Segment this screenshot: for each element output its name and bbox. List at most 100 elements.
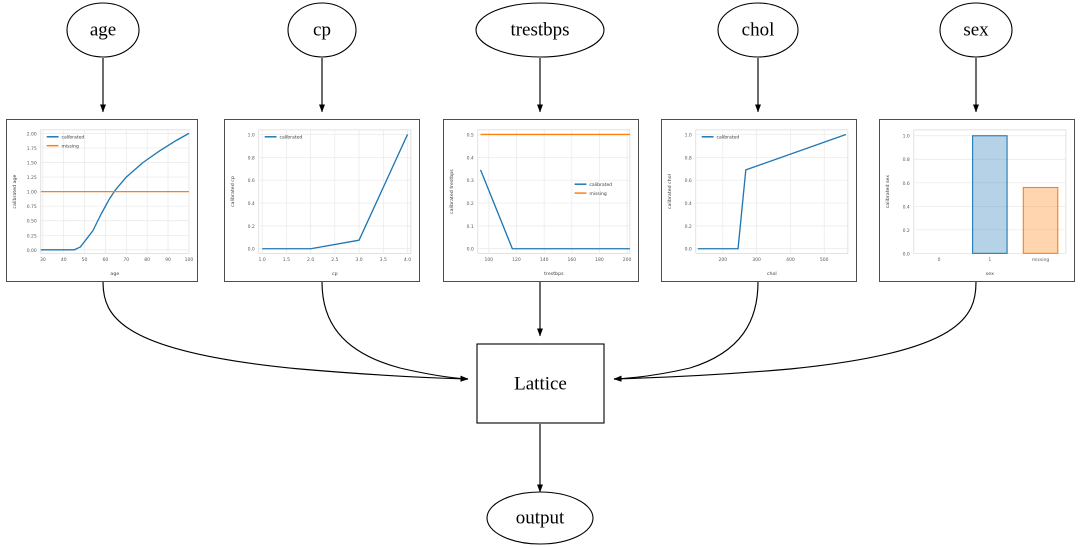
node-age[interactable]: age	[66, 2, 140, 58]
node-sex-label: sex	[963, 20, 989, 41]
legend-label-calibrated: calibrated	[62, 135, 85, 141]
legend-age: calibrated missing	[46, 135, 85, 149]
x-axis-label: sex	[986, 272, 994, 277]
xtick-label: 100	[185, 257, 194, 263]
plot-frame	[913, 129, 1067, 254]
ytick-label: 0.6	[248, 178, 255, 184]
xtick-label: 80	[144, 257, 150, 263]
bar-missing	[1022, 186, 1059, 254]
xtick-label: 300	[752, 257, 761, 263]
ytick-label: 1.0	[248, 132, 255, 138]
ytick-label: 0.75	[27, 204, 37, 210]
x-axis-label: trestbps	[544, 271, 564, 277]
xtick-label: 400	[786, 257, 795, 263]
xtick-label: 500	[820, 257, 829, 263]
ytick-label: 0.8	[685, 155, 692, 161]
y-axis-label: calibrated cp	[230, 176, 236, 207]
ytick-label: 0.4	[248, 201, 255, 207]
node-age-label: age	[90, 20, 116, 41]
node-sex[interactable]: sex	[939, 2, 1013, 58]
xtick-label: 1.5	[283, 257, 290, 263]
xtick-label: 3.5	[380, 257, 387, 263]
ytick-label: 0.00	[27, 248, 37, 254]
y-axis-label: calibrated sex	[885, 175, 891, 209]
xtick-label: 200	[623, 257, 632, 263]
ytick-label: 1.75	[27, 146, 37, 152]
xtick-label: 0	[938, 257, 941, 263]
ytick-label: 0.3	[467, 178, 474, 184]
x-axis-label: cp	[332, 272, 338, 277]
legend-label-calibrated: calibrated	[280, 135, 303, 141]
node-chol-label: chol	[742, 20, 775, 41]
ytick-label: 1.25	[27, 175, 37, 181]
ytick-label: 0.4	[903, 204, 910, 210]
node-output-label: output	[516, 508, 565, 529]
series-line-calibrated	[262, 134, 409, 250]
xtick-label: 1	[988, 257, 991, 263]
chart-card-chol[interactable]: 0.0 0.2 0.4 0.6 0.8 1.0 200 300 400 500 chol calibr…	[661, 119, 857, 282]
xtick-label: 2.0	[307, 257, 314, 263]
node-lattice-label: Lattice	[514, 374, 567, 395]
bar-1	[972, 135, 1008, 254]
ytick-label: 2.00	[27, 131, 37, 137]
x-axis-label: chol	[767, 271, 777, 277]
xtick-label: missing	[1032, 257, 1050, 263]
xtick-label: 30	[40, 257, 46, 263]
ytick-label: 0.25	[27, 233, 37, 239]
xtick-label: 200	[718, 257, 727, 263]
ytick-label: 0.0	[903, 251, 910, 257]
legend-label-missing: missing	[589, 191, 607, 197]
ytick-label: 0.0	[685, 247, 692, 253]
xtick-label: 140	[540, 257, 549, 263]
ytick-label: 0.50	[27, 219, 37, 225]
node-cp[interactable]: cp	[287, 2, 357, 58]
y-axis-label: calibrated chol	[667, 174, 673, 209]
ytick-label: 0.6	[685, 178, 692, 184]
ytick-label: 0.1	[467, 224, 474, 230]
xtick-label: 50	[82, 257, 88, 263]
xtick-label: 1.0	[259, 257, 266, 263]
xtick-label: 40	[61, 257, 67, 263]
xtick-label: 160	[567, 257, 576, 263]
node-output[interactable]: output	[486, 491, 594, 545]
ytick-label: 0.5	[467, 132, 474, 138]
node-lattice[interactable]: Lattice	[476, 343, 605, 424]
series-line-calibrated	[697, 133, 847, 250]
ytick-label: 0.6	[903, 181, 910, 187]
node-trestbps[interactable]: trestbps	[475, 2, 605, 58]
xtick-label: 100	[485, 257, 494, 263]
ytick-label: 0.0	[248, 247, 255, 253]
ytick-label: 0.2	[248, 224, 255, 230]
ytick-label: 1.0	[903, 134, 910, 140]
xtick-label: 2.5	[331, 257, 338, 263]
chart-chol: 0.0 0.2 0.4 0.6 0.8 1.0 200 300 400 500 chol calibr…	[667, 129, 849, 277]
y-axis-label: calibrated trestbps	[449, 169, 455, 214]
node-chol[interactable]: chol	[717, 2, 799, 58]
ytick-label: 0.4	[685, 201, 692, 207]
ytick-label: 0.4	[467, 155, 474, 161]
ytick-label: 1.50	[27, 160, 37, 166]
legend-cp: calibrated	[264, 135, 303, 141]
xtick-label: 60	[103, 257, 109, 263]
xtick-label: 70	[123, 257, 129, 263]
node-trestbps-label: trestbps	[510, 20, 569, 41]
ytick-label: 0.2	[685, 224, 692, 230]
ytick-label: 1.0	[685, 132, 692, 138]
xtick-label: 3.0	[355, 257, 362, 263]
ytick-label: 0.8	[248, 155, 255, 161]
ytick-label: 0.8	[903, 157, 910, 163]
legend-label-missing: missing	[62, 143, 80, 149]
ytick-label: 0.0	[467, 247, 474, 253]
legend-label-calibrated: calibrated	[717, 135, 740, 141]
